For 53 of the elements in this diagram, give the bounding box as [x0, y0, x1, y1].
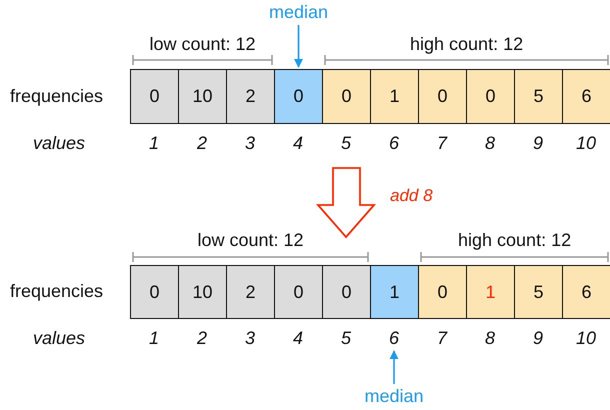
- frequency-cell: 0: [418, 69, 467, 124]
- frequency-cell: 10: [178, 265, 227, 319]
- value-label: 7: [437, 328, 448, 349]
- frequency-cell: 0: [130, 265, 179, 319]
- value-label: 10: [576, 328, 596, 349]
- frequency-cell: 0: [274, 265, 323, 319]
- value-label: 6: [389, 328, 400, 349]
- arrow: [294, 25, 303, 68]
- row-label: frequencies: [10, 86, 104, 106]
- frequency-cell: 0: [466, 69, 515, 124]
- value-label: 4: [293, 328, 304, 349]
- value-label: 9: [533, 328, 544, 349]
- frequency-cell: 1: [466, 265, 515, 319]
- count-label: low count: 12: [150, 34, 256, 55]
- value-label: 2: [197, 133, 208, 154]
- value-label: 10: [576, 133, 596, 154]
- value-label: 1: [149, 328, 160, 349]
- frequency-cell: 0: [322, 265, 371, 319]
- value-label: 3: [245, 328, 256, 349]
- value-label: 5: [341, 328, 352, 349]
- median-label: median: [364, 386, 424, 407]
- row-label: frequencies: [10, 281, 104, 302]
- frequency-cell: 5: [514, 265, 563, 319]
- frequency-cell: 0: [274, 69, 323, 124]
- frequency-cell: 10: [178, 69, 227, 124]
- frequency-cell: 0: [130, 69, 179, 124]
- frequency-cell: 0: [322, 69, 371, 124]
- value-label: 9: [533, 133, 544, 154]
- frequency-cell: 6: [562, 69, 610, 124]
- value-label: 7: [437, 133, 448, 154]
- row-label: values: [33, 133, 86, 154]
- median-label: median: [269, 2, 328, 23]
- arrow: [390, 350, 398, 384]
- step-label: add 8: [390, 186, 433, 206]
- count-label: low count: 12: [198, 230, 304, 251]
- count-label: high count: 12: [410, 34, 524, 55]
- value-label: 5: [341, 133, 352, 154]
- frequency-cell: 6: [562, 265, 610, 319]
- count-label: high count: 12: [458, 230, 572, 251]
- row-label: values: [33, 328, 86, 349]
- value-label: 6: [389, 133, 400, 154]
- frequency-cell: 2: [226, 69, 275, 124]
- frequency-cell: 1: [370, 265, 419, 319]
- value-label: 1: [149, 133, 160, 154]
- frequency-cell: 1: [370, 69, 419, 124]
- value-label: 4: [293, 133, 304, 154]
- frequency-cell: 0: [418, 265, 467, 319]
- value-label: 2: [197, 328, 208, 349]
- value-label: 8: [485, 328, 496, 349]
- value-label: 8: [485, 133, 496, 154]
- value-label: 3: [245, 133, 256, 154]
- frequency-cell: 5: [514, 69, 563, 124]
- frequency-cell: 2: [226, 265, 275, 319]
